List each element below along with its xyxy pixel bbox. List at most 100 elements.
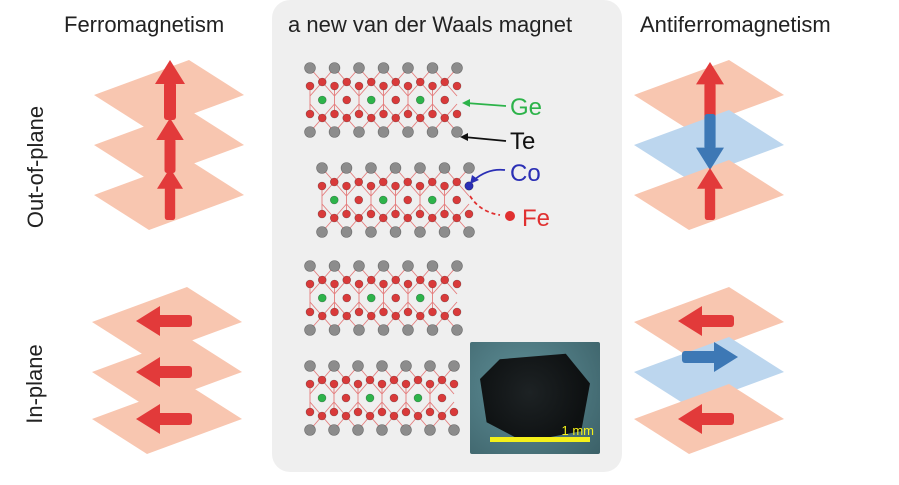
te-atom	[414, 162, 426, 174]
fe-atom	[440, 293, 450, 303]
te-atom	[426, 126, 439, 138]
fe-atom	[425, 407, 435, 417]
fe-atom	[354, 213, 364, 223]
fe-atom	[425, 379, 435, 389]
fe-atom	[366, 311, 376, 321]
fe-atom	[317, 275, 327, 285]
te-atom	[402, 260, 414, 272]
fe-atom	[440, 209, 449, 219]
fe-atom	[317, 209, 327, 219]
fe-atom	[415, 311, 425, 321]
fe-atom	[342, 275, 352, 285]
te-atom	[400, 360, 412, 372]
fe-atom	[440, 181, 449, 191]
fe-atom	[403, 109, 413, 119]
fe-atom	[354, 279, 364, 289]
ge-atom	[415, 293, 425, 303]
antiferro-in-plane-stack	[634, 287, 784, 454]
ge-atom	[413, 393, 423, 403]
fe-atom	[403, 279, 413, 289]
te-atom	[328, 424, 340, 436]
fe-atom	[341, 411, 351, 421]
te-atom	[451, 126, 463, 138]
scale-label: 1 mm	[561, 423, 595, 438]
te-atom	[389, 162, 402, 174]
te-atom	[328, 324, 341, 336]
ge-atom	[317, 95, 327, 105]
fe-atom	[449, 379, 459, 389]
legend-co: Co	[510, 160, 541, 187]
legend-te: Te	[510, 128, 536, 155]
te-atom	[377, 324, 390, 336]
ge-atom	[366, 95, 376, 105]
fe-atom	[366, 77, 376, 87]
crystal-photo: 1 mm	[470, 342, 600, 454]
fe-atom	[415, 181, 425, 191]
antiferromagnetism-title: Antiferromagnetism	[640, 12, 831, 37]
fe-atom	[452, 213, 462, 223]
fe-atom	[440, 311, 450, 321]
fe-atom	[305, 81, 315, 91]
ferromagnetism-title: Ferromagnetism	[64, 12, 225, 37]
fe-atom	[452, 109, 462, 119]
fe-atom	[413, 375, 423, 385]
te-atom	[451, 260, 463, 272]
fe-atom	[428, 109, 437, 119]
te-atom	[389, 226, 402, 238]
fe-atom	[378, 177, 388, 187]
fe-atom	[391, 181, 400, 191]
legend-ge: Ge	[510, 94, 543, 121]
ferro-out-of-plane-stack	[94, 60, 244, 230]
te-atom	[377, 260, 390, 272]
fe-atom	[389, 375, 399, 385]
te-atom	[316, 226, 328, 238]
antiferro-out-of-plane-stack	[634, 60, 784, 230]
fe-atom	[452, 279, 462, 289]
fe-atom	[305, 109, 315, 119]
te-atom	[340, 162, 353, 174]
fe-atom	[305, 407, 315, 417]
fe-atom	[427, 177, 437, 187]
fe-atom	[391, 275, 401, 285]
fe-atom	[354, 307, 364, 317]
fe-atom	[342, 293, 352, 303]
fe-atom	[415, 113, 425, 123]
fe-atom	[365, 411, 375, 421]
fe-atom	[440, 77, 450, 87]
te-atom	[316, 162, 328, 174]
fe-atom	[317, 375, 327, 385]
fe-atom	[330, 279, 339, 289]
fe-atom	[317, 113, 327, 123]
ge-atom	[427, 195, 437, 205]
te-atom	[304, 360, 316, 372]
ge-atom	[378, 195, 388, 205]
legend-pointers	[460, 99, 515, 221]
crystal-layers	[304, 62, 475, 436]
te-atom	[376, 360, 388, 372]
vdw-magnet-title: a new van der Waals magnet	[288, 12, 573, 37]
te-atom	[340, 226, 353, 238]
te-atom	[352, 424, 364, 436]
te-atom	[414, 226, 426, 238]
fe-atom	[452, 81, 462, 91]
legend-fe: Fe	[522, 205, 551, 232]
fe-atom	[317, 311, 327, 321]
scale-bar	[490, 437, 590, 442]
fe-atom	[379, 307, 388, 317]
fe-atom	[440, 275, 450, 285]
fe-atom	[305, 279, 315, 289]
te-atom	[304, 62, 316, 74]
te-atom	[365, 226, 377, 238]
te-atom	[377, 62, 390, 74]
fe-atom	[391, 113, 401, 123]
fe-atom	[341, 393, 351, 403]
fe-atom	[391, 209, 400, 219]
fe-atom	[379, 109, 388, 119]
ferro-in-plane-stack	[92, 287, 242, 454]
ge-atom	[415, 95, 425, 105]
fe-atom	[403, 81, 413, 91]
te-atom	[463, 162, 475, 174]
fe-atom	[354, 109, 364, 119]
fe-atom	[403, 195, 413, 205]
